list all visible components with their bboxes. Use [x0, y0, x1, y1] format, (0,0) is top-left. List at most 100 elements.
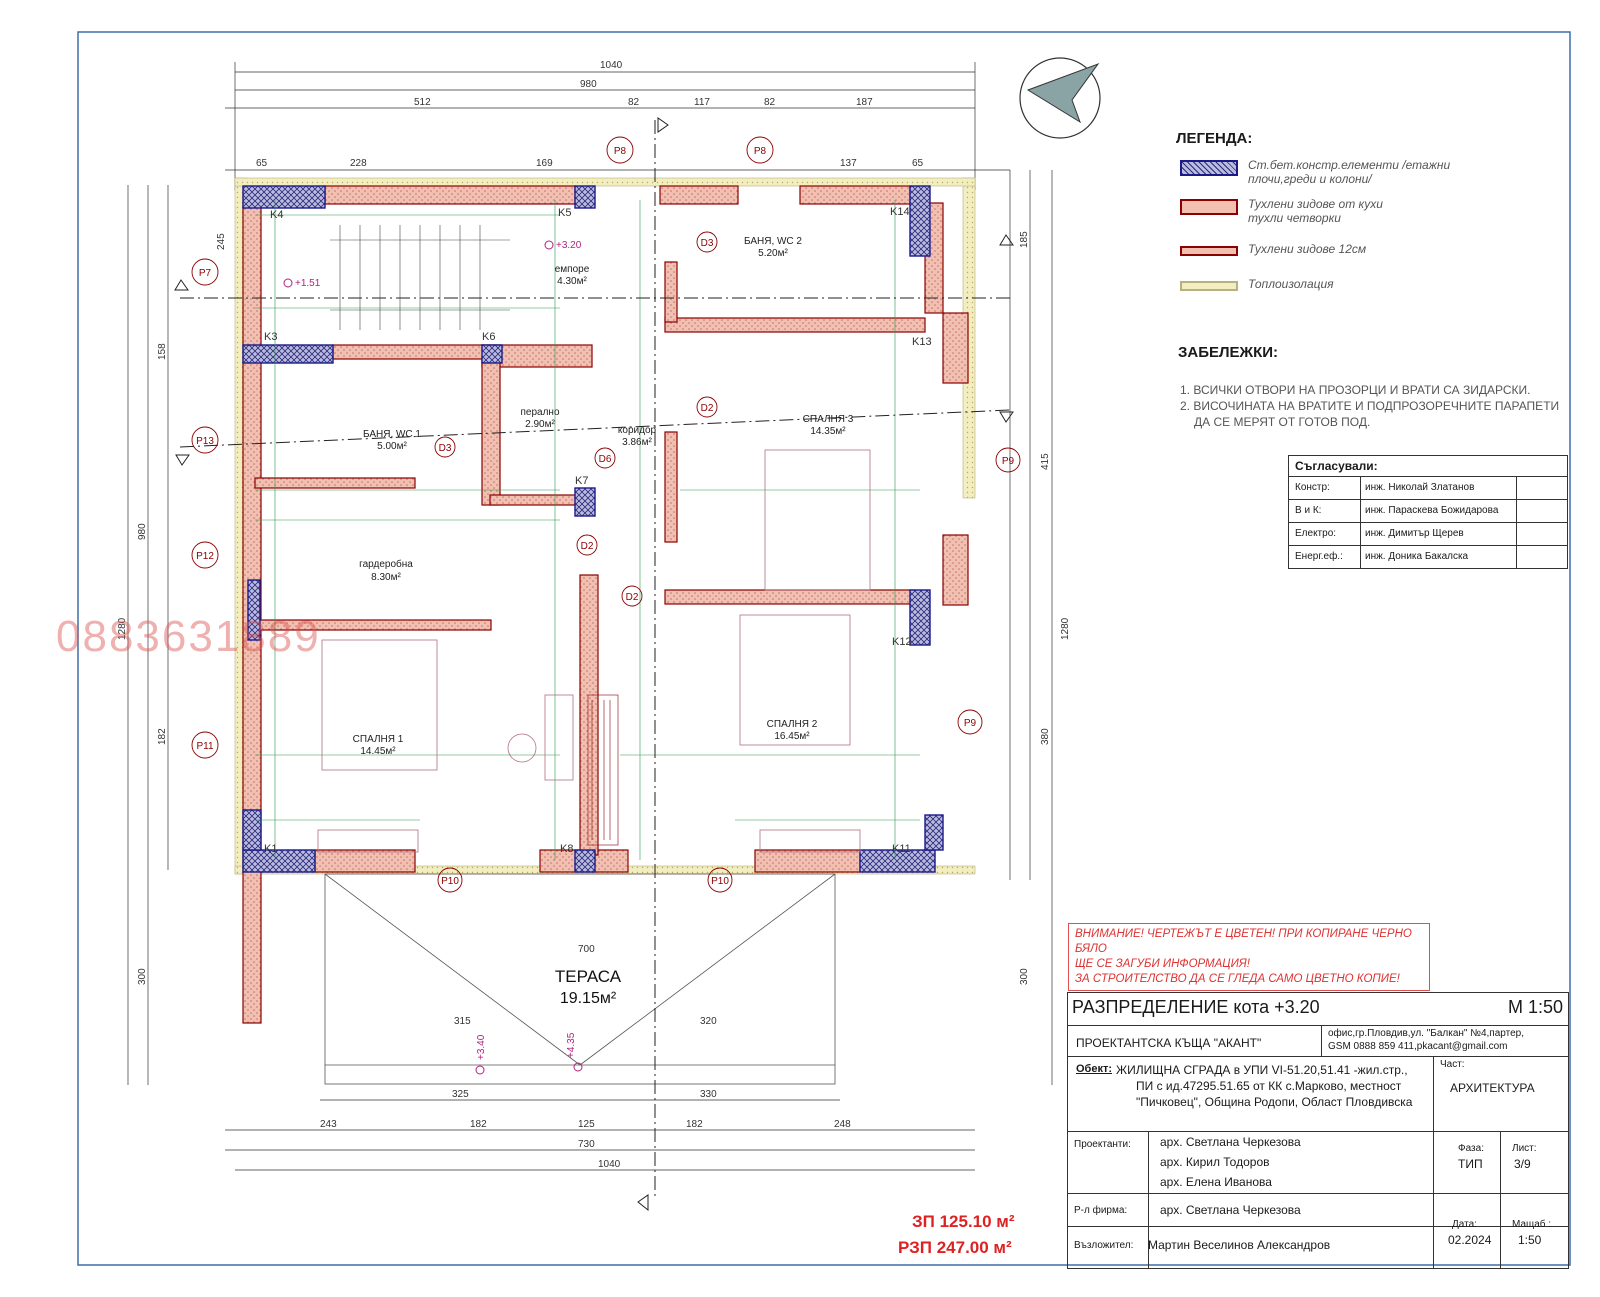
- dim-bottom: 320: [700, 1016, 717, 1027]
- date-value: 02.2024: [1448, 1233, 1492, 1247]
- section-lines: [179, 120, 1011, 1200]
- designer-name: арх. Светлана Черкезова: [1160, 1135, 1301, 1149]
- approvals-title: Съгласували:: [1289, 456, 1567, 477]
- level-texts: +3.20 +1.51 +3.40 +4.35: [295, 240, 582, 1060]
- approval-row: Електро: инж. Димитър Щерев: [1289, 523, 1567, 546]
- drawing-scale: М 1:50: [1508, 997, 1564, 1017]
- approval-role: Констр:: [1289, 477, 1361, 499]
- dim-top: 187: [856, 97, 873, 108]
- room-area: 5.00м²: [377, 441, 407, 452]
- room-name: СПАЛНЯ 1: [353, 734, 404, 745]
- dim-bottom: 325: [452, 1089, 469, 1100]
- dim-top: 169: [536, 158, 553, 169]
- north-arrow-icon: [1019, 57, 1101, 139]
- window-tag: P10: [711, 876, 729, 887]
- column-tag: K12: [892, 636, 912, 648]
- room-area: 5.20м²: [758, 248, 788, 259]
- warning-line: ЩЕ СЕ ЗАГУБИ ИНФОРМАЦИЯ!: [1075, 958, 1250, 970]
- legend-swatch-concrete: [1180, 160, 1238, 176]
- legend-title: ЛЕГЕНДА:: [1176, 130, 1253, 147]
- window-tag: P12: [196, 551, 214, 562]
- color-warning: ВНИМАНИЕ! ЧЕРТЕЖЪТ Е ЦВЕТЕН! ПРИ КОПИРАН…: [1068, 923, 1430, 991]
- section-markers: [174, 117, 1014, 1212]
- door-tag: D2: [626, 592, 639, 603]
- room-name: емпоре: [555, 264, 590, 275]
- room-area: 3.86м²: [622, 437, 652, 448]
- signature-icon: [1517, 523, 1567, 545]
- phone-watermark: 0883631889: [56, 612, 321, 661]
- note-item: 2. ВИСОЧИНАТА НА ВРАТИТЕ И ПОДПРОЗОРЕЧНИ…: [1180, 399, 1560, 413]
- dim-top: 512: [414, 97, 431, 108]
- wardrobe-hatch: [587, 694, 619, 846]
- dim-bottom: 315: [454, 1016, 471, 1027]
- room-area: 16.45м²: [774, 731, 810, 742]
- terrace-area: 19.15м²: [560, 990, 617, 1007]
- dim-top: 117: [694, 97, 710, 108]
- room-name: БАНЯ, WC 2: [744, 236, 802, 247]
- room-name: перално: [520, 407, 559, 418]
- concrete-columns: [242, 185, 944, 873]
- door-tag: D3: [701, 238, 714, 249]
- approvals-table: Съгласували: Констр: инж. Николай Златан…: [1288, 455, 1568, 569]
- window-tag: P7: [199, 268, 212, 279]
- legend-swatch-brick: [1180, 199, 1238, 215]
- object-line: "Пичковец", Община Родопи, Област Пловди…: [1136, 1095, 1413, 1109]
- top-dimension-lines: [225, 62, 1010, 190]
- tag-circles: [191, 136, 1021, 893]
- approval-row: В и К: инж. Параскева Божидарова: [1289, 500, 1567, 523]
- dim-top: 980: [580, 79, 597, 90]
- part-label: Част:: [1440, 1059, 1465, 1070]
- bottom-dim-texts: 243 182 125 182 248 730 1040 325 330 700…: [320, 944, 851, 1170]
- office-contact: GSM 0888 859 411,pkacant@gmail.com: [1328, 1041, 1508, 1052]
- level-mark: +3.40: [476, 1034, 487, 1060]
- approval-role: Енерг.еф.:: [1289, 546, 1361, 568]
- note-item: ДА СЕ МЕРЯТ ОТ ГОТОВ ПОД.: [1194, 415, 1371, 429]
- scale-value: 1:50: [1518, 1233, 1542, 1247]
- level-marks: [283, 240, 583, 1075]
- dim-bottom: 125: [578, 1119, 595, 1130]
- bottom-dimension-lines: [225, 1099, 975, 1171]
- column-tag: K5: [558, 207, 571, 219]
- phase-label: Фаза:: [1458, 1143, 1484, 1154]
- firm-head-value: арх. Светлана Черкезова: [1160, 1203, 1301, 1217]
- sheet-label: Лист:: [1512, 1143, 1537, 1154]
- window-tag: P8: [754, 146, 767, 157]
- dim-right: 380: [1040, 728, 1051, 745]
- approval-row: Енерг.еф.: инж. Доника Бакалска: [1289, 546, 1567, 568]
- legend-text: Топлоизолация: [1248, 277, 1334, 291]
- object-line: ПИ с ид.47295.51.65 от КК с.Марково, мес…: [1136, 1079, 1402, 1093]
- designer-name: арх. Елена Иванова: [1160, 1175, 1272, 1189]
- top-dim-texts: 1040 980 512 82 117 82 187 228 65 169 13…: [256, 60, 924, 169]
- window-tag: P11: [196, 741, 213, 752]
- approval-name: инж. Николай Златанов: [1361, 477, 1517, 499]
- column-tag: K4: [270, 209, 283, 221]
- dim-bottom: 243: [320, 1119, 337, 1130]
- designer-name: арх. Кирил Тодоров: [1160, 1155, 1270, 1169]
- approval-role: Електро:: [1289, 523, 1361, 545]
- legend-swatch-brick-12: [1180, 246, 1238, 256]
- built-area: ЗП 125.10 м²: [912, 1212, 1015, 1231]
- legend-item-brick-12: Тухлени зидове 12см: [1180, 242, 1510, 266]
- firm-head-label: Р-л фирма:: [1074, 1205, 1128, 1216]
- room-area: 2.90м²: [525, 419, 555, 430]
- client-value: Мартин Веселинов Александров: [1148, 1238, 1331, 1252]
- room-area: 4.30м²: [557, 276, 587, 287]
- title-block: РАЗПРЕДЕЛЕНИЕ кота +3.20 М 1:50 ПРОЕКТАН…: [1067, 992, 1569, 1269]
- dim-bottom: 730: [578, 1139, 595, 1150]
- legend-swatch-insulation: [1180, 281, 1238, 291]
- date-label: Дата:: [1452, 1219, 1477, 1230]
- dim-top: 82: [764, 97, 776, 108]
- room-name: коридор: [618, 425, 657, 436]
- brick-walls: [242, 185, 969, 1024]
- legend-item-brick: Тухлени зидове от кухи тухли четворки: [1180, 197, 1510, 225]
- door-tag: D2: [581, 541, 594, 552]
- drawing-title: РАЗПРЕДЕЛЕНИЕ кота +3.20: [1072, 997, 1320, 1017]
- dim-bottom: 330: [700, 1089, 717, 1100]
- column-tags: K1 K3 K4 K5 K6 K7 K8 K11 K12 K13 K14: [264, 206, 932, 855]
- dim-right: 1280: [1060, 617, 1071, 640]
- column-tag: K7: [575, 475, 588, 487]
- dim-left: 980: [137, 523, 148, 540]
- signature-icon: [1517, 477, 1567, 499]
- dim-top: 65: [912, 158, 924, 169]
